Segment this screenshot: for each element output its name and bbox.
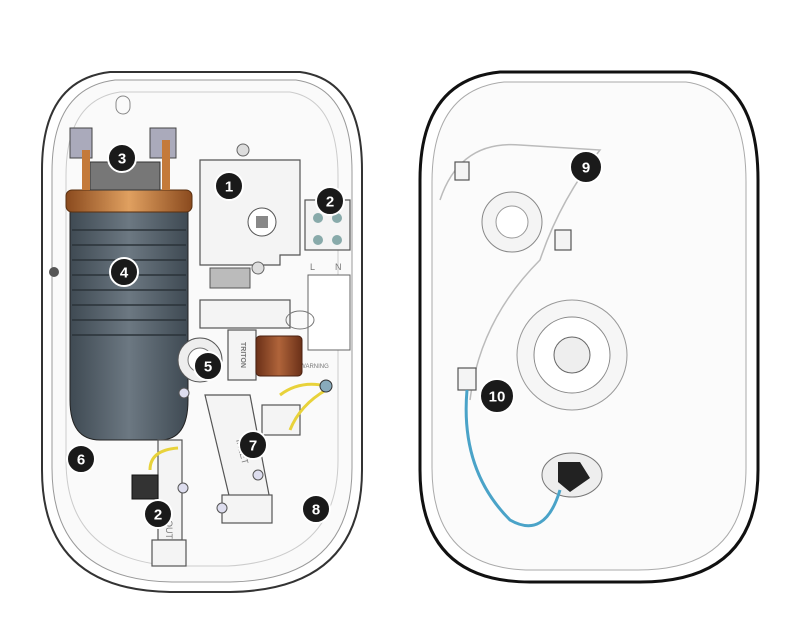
- callout-1: 1: [214, 171, 244, 201]
- callout-7: 7: [238, 430, 268, 460]
- svg-text:9: 9: [582, 160, 590, 177]
- outlet-marking: OUTLET: [164, 520, 174, 556]
- callout-5: 5: [193, 351, 223, 381]
- live-marking: L: [310, 262, 315, 272]
- svg-text:7: 7: [249, 438, 257, 455]
- earth-wire: [148, 446, 179, 471]
- svg-text:3: 3: [118, 151, 126, 168]
- svg-text:6: 6: [77, 452, 85, 469]
- callout-3: 3: [107, 143, 137, 173]
- svg-text:4: 4: [120, 265, 129, 282]
- callout-8: 8: [301, 494, 331, 524]
- terminal-block: L N WARNING: [300, 199, 351, 370]
- svg-text:2: 2: [326, 194, 334, 211]
- callout-10: 10: [479, 378, 515, 414]
- solenoid: [255, 335, 303, 377]
- svg-text:1: 1: [225, 179, 233, 196]
- heater-tank: [49, 189, 193, 441]
- svg-text:2: 2: [154, 507, 162, 524]
- svg-text:10: 10: [489, 389, 506, 406]
- svg-text:8: 8: [312, 502, 320, 519]
- svg-text:5: 5: [204, 359, 212, 376]
- callout-2-outlet: 2: [143, 499, 173, 529]
- warning-label: WARNING: [300, 364, 329, 370]
- callout-4: 4: [109, 257, 139, 287]
- callout-9: 9: [569, 150, 603, 184]
- cover: [418, 70, 760, 584]
- brand-marking: TRITON: [239, 342, 246, 368]
- neutral-marking: N: [335, 262, 342, 272]
- earth-lead: [464, 389, 562, 528]
- earth-connector: [558, 462, 590, 492]
- callout-6: 6: [66, 444, 96, 474]
- keyhole-slot: [115, 95, 131, 115]
- callout-2-terminal: 2: [315, 186, 345, 216]
